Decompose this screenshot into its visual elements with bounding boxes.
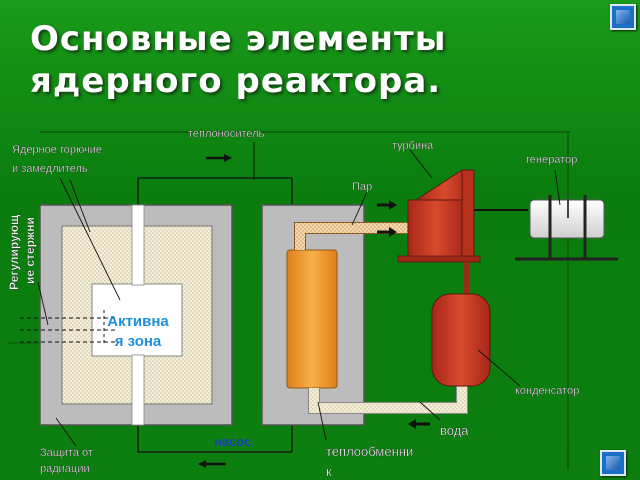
return-arrow-icon: [198, 460, 226, 468]
fuel-label-line-2: и замедлитель: [12, 163, 88, 175]
leader-control-rods: [37, 281, 49, 326]
heat-exchanger-label-line-1: теплообменни: [326, 444, 413, 459]
water-label: вода: [440, 423, 469, 438]
control-rods: [20, 310, 118, 346]
nav-button-top[interactable]: [610, 4, 636, 30]
core-label-line-1: Активна: [107, 313, 169, 330]
core-inlet-channel: [131, 204, 145, 286]
control-rods-label-line-2: ие стержни: [23, 217, 37, 284]
pump-label: насос: [214, 434, 251, 449]
fuel-label-line-1: Ядерное горючие: [12, 144, 102, 156]
steam-arrow-icon: [377, 200, 397, 210]
condenser: [431, 262, 491, 387]
shield-label-line-2: радиации: [40, 463, 90, 475]
leader-water: [419, 401, 441, 421]
leader-steam: [351, 189, 369, 226]
leader-condenser: [477, 349, 521, 387]
flow-arrow-icon: [206, 154, 232, 162]
generator: [515, 195, 618, 261]
leader-fuel: [59, 177, 121, 301]
leader-turbine: [409, 149, 433, 179]
core-outlet-channel: [131, 354, 145, 426]
reactor-shield: [39, 204, 233, 426]
core-label-line-2: я зона: [115, 333, 162, 350]
shield-label-line-1: Защита от: [40, 447, 93, 459]
condenser-label: конденсатор: [515, 385, 579, 397]
water-pipe: [309, 385, 467, 413]
steam-pipe: [295, 223, 412, 250]
water-arrow-icon: [408, 419, 430, 429]
heat-exchanger-label-line-2: к: [326, 464, 332, 479]
generator-label: генератор: [526, 154, 577, 166]
nav-button-bottom[interactable]: [600, 450, 626, 476]
title-line-2: ядерного реактора.: [30, 61, 442, 101]
leader-moderator: [69, 179, 91, 233]
leader-generator: [554, 169, 561, 206]
turbine: [397, 169, 528, 263]
reactor-core: [91, 283, 183, 357]
steam-label: Пар: [352, 181, 372, 193]
coolant-label: теплоноситель: [188, 128, 265, 140]
leader-heat-exchanger: [317, 401, 327, 441]
control-rods-label-line-1: Регулирующ: [7, 214, 21, 290]
leader-shield: [55, 417, 77, 447]
exhaust-arrow-icon: [377, 227, 397, 237]
turbine-label: турбина: [392, 140, 434, 152]
title-line-1: Основные элементы: [30, 19, 447, 59]
